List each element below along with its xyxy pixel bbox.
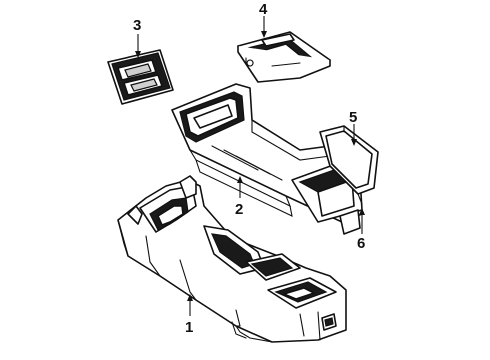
- callout-6: 6: [357, 235, 365, 252]
- part-1-console-base: [117, 175, 347, 343]
- leader-lines: [135, 16, 365, 316]
- part-5-armrest-lid: [319, 125, 379, 205]
- part-4-ash-tray: [237, 31, 331, 83]
- part-3-switch-bezel: [107, 49, 174, 105]
- callout-4: 4: [259, 1, 268, 18]
- callout-3: 3: [133, 17, 141, 34]
- callout-1: 1: [185, 319, 193, 336]
- callout-5: 5: [349, 109, 357, 126]
- callout-2: 2: [235, 201, 243, 218]
- part-2-console-upper-trim: [171, 83, 363, 235]
